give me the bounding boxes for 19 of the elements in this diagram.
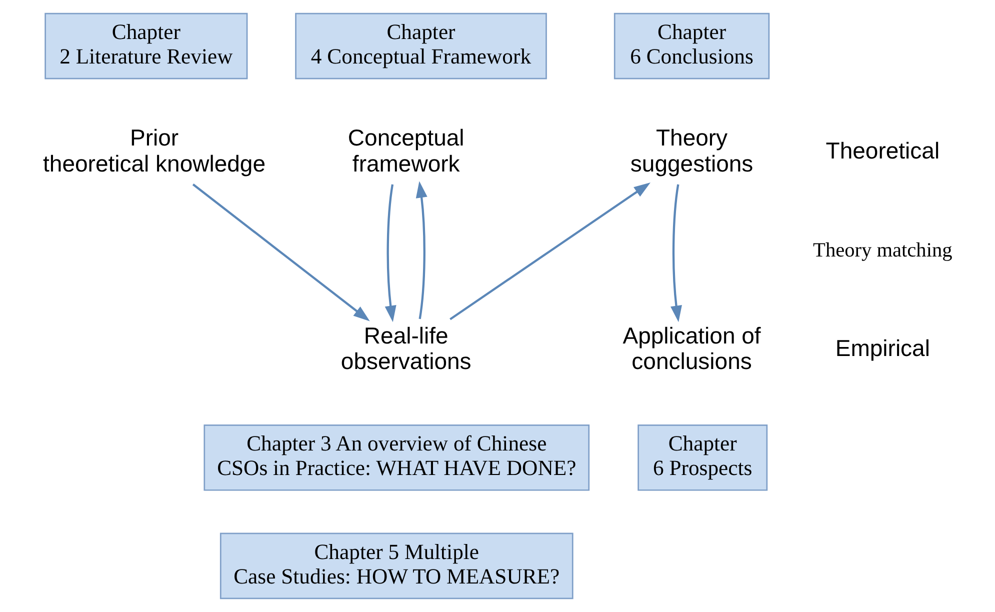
node-text: Real-life observations — [340, 322, 472, 374]
arrow — [416, 181, 428, 320]
node-text: Prior theoretical knowledge — [43, 124, 266, 176]
arrow — [384, 184, 396, 322]
node-box: Chapter 4 Conceptual Framework — [295, 12, 547, 80]
label: Theoretical — [826, 138, 940, 164]
node-text: Application of conclusions — [622, 322, 761, 374]
node-box: Chapter 2 Literature Review — [44, 12, 248, 80]
node-text: Conceptual framework — [348, 124, 464, 176]
arrow — [192, 184, 370, 322]
arrow — [670, 184, 682, 322]
label: Theory matching — [813, 240, 952, 262]
arrow — [450, 182, 650, 320]
node-box: Chapter 3 An overview of Chinese CSOs in Practice: WHAT HAVE DONE? — [204, 424, 590, 491]
node-text: Theory suggestions — [630, 124, 754, 176]
node-box: Chapter 5 Multiple Case Studies: HOW TO MEASURE? — [220, 532, 574, 600]
label: Empirical — [835, 335, 930, 362]
node-box: Chapter 6 Conclusions — [614, 12, 770, 80]
node-box: Chapter 6 Prospects — [638, 424, 768, 491]
